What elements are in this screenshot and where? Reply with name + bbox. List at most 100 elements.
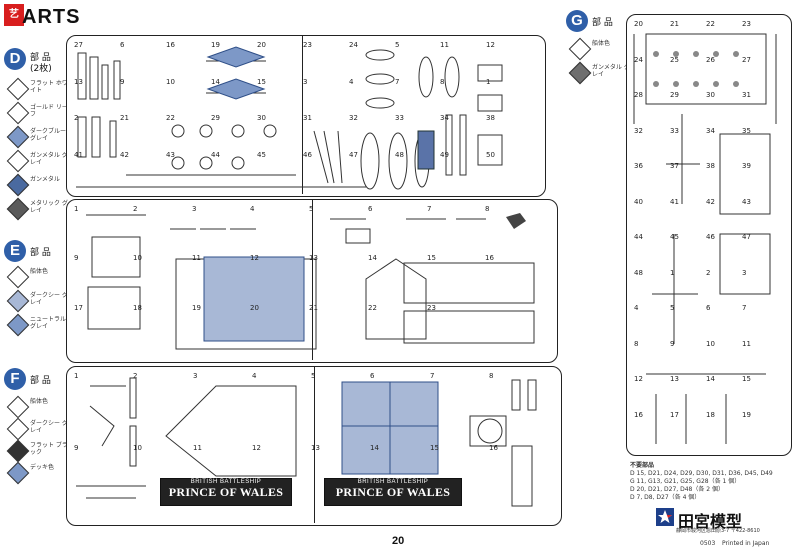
- part-number-label: 21: [670, 20, 679, 28]
- part-number-label: 1: [74, 205, 79, 213]
- part-number-label: 13: [74, 78, 83, 86]
- color-swatch: [6, 289, 30, 313]
- unused-parts-line: G 11, G13, G21, G25, G28（各 1 個）: [630, 478, 741, 485]
- part-number-label: 15: [742, 375, 751, 383]
- color-swatch-label: ガンメタル グレイ: [592, 64, 630, 78]
- color-swatch: [6, 125, 30, 149]
- part-number-label: 4: [250, 205, 255, 213]
- part-number-label: 43: [742, 198, 751, 206]
- part-number-label: 48: [634, 269, 643, 277]
- part-number-label: 45: [257, 151, 266, 159]
- part-number-label: 8: [440, 78, 445, 86]
- part-number-label: 6: [120, 41, 125, 49]
- color-swatch-label: 船体色: [592, 40, 611, 47]
- part-number-label: 31: [742, 91, 751, 99]
- part-number-label: 17: [670, 411, 679, 419]
- part-number-label: 22: [706, 20, 715, 28]
- color-swatch-item: 船体色: [568, 37, 630, 62]
- part-number-label: 38: [706, 162, 715, 170]
- name-plate-subtitle: BRITISH BATTLESHIP: [190, 479, 262, 485]
- part-number-label: 10: [166, 78, 175, 86]
- legend-title: 部 品: [592, 18, 613, 28]
- color-swatch-item: フラット ブラック: [6, 439, 68, 463]
- legend-d: D 部 品 (2枚): [4, 48, 64, 74]
- part-number-label: 1: [486, 78, 491, 86]
- part-number-label: 44: [211, 151, 220, 159]
- color-swatch: [6, 395, 30, 419]
- sprue-g-frame: [626, 14, 792, 456]
- part-number-label: 49: [440, 151, 449, 159]
- color-swatch: [6, 149, 30, 173]
- part-number-label: 7: [742, 304, 747, 312]
- sprue-e-divider: [312, 200, 313, 360]
- part-number-label: 10: [133, 444, 142, 452]
- name-plate-subtitle: BRITISH BATTLESHIP: [357, 479, 429, 485]
- part-number-label: 12: [250, 254, 259, 262]
- part-number-label: 2: [133, 205, 138, 213]
- part-number-label: 22: [368, 304, 377, 312]
- part-number-label: 12: [634, 375, 643, 383]
- part-number-label: 12: [486, 41, 495, 49]
- part-number-label: 42: [706, 198, 715, 206]
- part-number-label: 9: [74, 254, 79, 262]
- part-number-label: 8: [489, 372, 494, 380]
- name-plate-right: BRITISH BATTLESHIP PRINCE OF WALES: [324, 478, 462, 506]
- part-number-label: 27: [74, 41, 83, 49]
- part-number-label: 21: [120, 114, 129, 122]
- part-number-label: 16: [485, 254, 494, 262]
- part-number-label: 23: [303, 41, 312, 49]
- part-number-label: 14: [706, 375, 715, 383]
- color-swatch-label: ダークシー グレイ: [30, 292, 68, 306]
- part-number-label: 46: [303, 151, 312, 159]
- part-number-label: 20: [634, 20, 643, 28]
- part-number-label: 43: [166, 151, 175, 159]
- part-number-label: 14: [370, 444, 379, 452]
- part-number-label: 33: [670, 127, 679, 135]
- part-number-label: 19: [211, 41, 220, 49]
- color-swatch-label: ガンメタル グレイ: [30, 152, 68, 166]
- part-number-label: 17: [74, 304, 83, 312]
- part-number-label: 39: [742, 162, 751, 170]
- brand-logo-mark: 艺: [4, 4, 24, 26]
- part-number-label: 41: [670, 198, 679, 206]
- sprue-d-drawing: [76, 46, 503, 190]
- part-number-label: 12: [252, 444, 261, 452]
- part-number-label: 18: [133, 304, 142, 312]
- part-number-label: 20: [257, 41, 266, 49]
- name-plate-left: BRITISH BATTLESHIP PRINCE OF WALES: [160, 478, 292, 506]
- part-number-label: 8: [634, 340, 639, 348]
- legend-letter-badge: G: [566, 10, 588, 32]
- color-swatch: [568, 61, 592, 85]
- color-swatch-item: ガンメタル グレイ: [6, 149, 68, 174]
- printed-in: Printed in Japan: [722, 540, 770, 547]
- tamiya-star-logo-icon: [656, 508, 674, 526]
- color-swatch-item: ガンメタル: [6, 173, 68, 198]
- color-swatch-item: ニュートラル グレイ: [6, 313, 68, 338]
- legend-letter-badge: E: [4, 240, 26, 262]
- color-swatch-item: 船体色: [6, 395, 68, 419]
- part-number-label: 4: [634, 304, 639, 312]
- part-number-label: 19: [742, 411, 751, 419]
- color-swatch-label: デッキ色: [30, 464, 55, 471]
- color-swatch-label: フラット ホワイト: [30, 80, 68, 94]
- part-number-label: 3: [742, 269, 747, 277]
- part-number-label: 32: [349, 114, 358, 122]
- color-swatch-item: ダークシー グレイ: [6, 289, 68, 314]
- part-number-label: 21: [309, 304, 318, 312]
- color-swatch-label: ゴールド リーフ: [30, 104, 68, 118]
- sprue-g-drawing: [633, 33, 777, 444]
- unused-parts-line: D 20, D21, D27, D48（各 2 個）: [630, 486, 725, 493]
- color-swatch: [568, 37, 592, 61]
- part-number-label: 31: [303, 114, 312, 122]
- part-number-label: 4: [349, 78, 354, 86]
- part-number-label: 29: [211, 114, 220, 122]
- part-number-label: 15: [427, 254, 436, 262]
- part-number-label: 11: [742, 340, 751, 348]
- part-number-label: 29: [670, 91, 679, 99]
- part-number-label: 32: [634, 127, 643, 135]
- part-number-label: 9: [74, 444, 79, 452]
- part-number-label: 37: [670, 162, 679, 170]
- brand-address: 静岡市駿河区恩田原3-7 〒422-8610: [676, 528, 760, 534]
- part-number-label: 15: [257, 78, 266, 86]
